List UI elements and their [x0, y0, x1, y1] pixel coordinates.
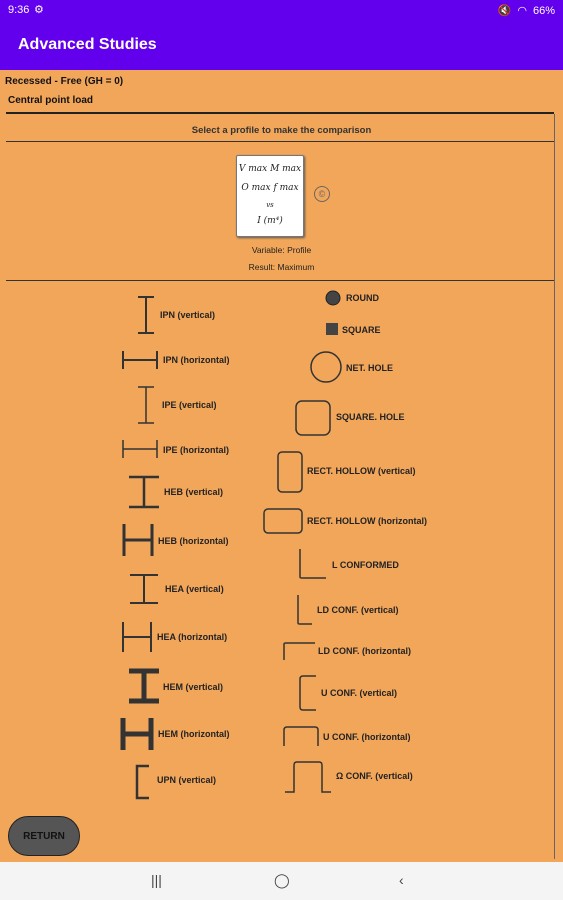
return-button[interactable]: RETURN	[8, 816, 80, 856]
profile-ipn-horizontal[interactable]: IPN (horizontal)	[163, 355, 230, 365]
ld-conf-horizontal-icon[interactable]	[282, 641, 316, 661]
profile-ipn-vertical[interactable]: IPN (vertical)	[160, 310, 216, 320]
system-nav-bar: ||| ◯ ‹	[0, 862, 563, 900]
settings-notification-icon: ⚙	[34, 4, 44, 16]
profile-hea-horizontal[interactable]: HEA (horizontal)	[157, 632, 228, 642]
profile-round[interactable]: ROUND	[346, 293, 379, 303]
copyright-icon: ©	[314, 186, 330, 202]
profile-omega-conf-vertical[interactable]: Ω CONF. (vertical)	[336, 771, 413, 781]
case-title: Recessed - Free (GH = 0)	[5, 76, 124, 87]
formula-line-3: vs	[266, 201, 274, 209]
profile-hea-vertical[interactable]: HEA (vertical)	[165, 584, 224, 594]
formula-line-1: V max M max	[238, 164, 302, 174]
upn-vertical-icon[interactable]	[134, 764, 150, 800]
battery-text: 66%	[532, 4, 555, 17]
square-hole-icon[interactable]	[294, 399, 332, 437]
divider	[6, 112, 554, 114]
ipn-vertical-icon[interactable]	[137, 295, 155, 335]
profile-net-hole[interactable]: NET. HOLE	[346, 363, 394, 373]
home-icon[interactable]: ◯	[274, 872, 290, 888]
recent-apps-icon[interactable]: |||	[151, 872, 162, 888]
divider	[6, 141, 554, 142]
ipe-vertical-icon[interactable]	[137, 386, 155, 424]
status-bar: 9:36 ⚙ 🔇 ◠ 66%	[0, 0, 563, 20]
mute-icon: 🔇	[497, 5, 512, 17]
ipe-horizontal-icon[interactable]	[121, 439, 159, 459]
back-icon[interactable]: ‹	[399, 872, 404, 888]
formula-line-2: O max f max	[241, 183, 299, 193]
net-hole-icon[interactable]	[309, 350, 343, 384]
rect-hollow-vertical-icon[interactable]	[276, 450, 304, 494]
app-title: Advanced Studies	[18, 36, 157, 53]
square-icon[interactable]	[325, 322, 339, 336]
profile-ipe-vertical[interactable]: IPE (vertical)	[162, 400, 217, 410]
u-conf-horizontal-icon[interactable]	[282, 725, 320, 747]
profile-rect-hollow-vertical[interactable]: RECT. HOLLOW (vertical)	[307, 466, 416, 476]
formula-line-4: I (m⁴)	[257, 216, 283, 226]
heb-vertical-icon[interactable]	[128, 475, 160, 509]
profile-ipe-horizontal[interactable]: IPE (horizontal)	[163, 445, 229, 455]
profile-hem-vertical[interactable]: HEM (vertical)	[163, 682, 224, 692]
divider	[6, 280, 554, 281]
select-instruction: Select a profile to make the comparison	[191, 125, 372, 136]
profile-ld-conf-vertical[interactable]: LD CONF. (vertical)	[317, 605, 399, 615]
profile-u-conf-horizontal[interactable]: U CONF. (horizontal)	[323, 732, 411, 742]
wifi-icon: ◠	[517, 5, 527, 17]
profile-u-conf-vertical[interactable]: U CONF. (vertical)	[321, 688, 398, 698]
app-bar: Advanced Studies	[0, 20, 563, 70]
hea-horizontal-icon[interactable]	[121, 621, 153, 653]
profile-rect-hollow-horizontal[interactable]: RECT. HOLLOW (horizontal)	[307, 516, 427, 526]
profile-square-hole[interactable]: SQUARE. HOLE	[336, 412, 405, 422]
profile-upn-vertical[interactable]: UPN (vertical)	[157, 775, 217, 785]
load-title: Central point load	[8, 95, 93, 106]
status-time: 9:36	[8, 4, 30, 16]
l-conformed-icon[interactable]	[298, 548, 328, 580]
heb-horizontal-icon[interactable]	[121, 523, 155, 557]
hea-vertical-icon[interactable]	[129, 573, 159, 605]
profile-heb-vertical[interactable]: HEB (vertical)	[164, 487, 224, 497]
hem-vertical-icon[interactable]	[128, 668, 160, 704]
hem-horizontal-icon[interactable]	[119, 717, 155, 751]
result-text: Result: Maximum	[248, 262, 315, 272]
variable-text: Variable: Profile	[251, 245, 312, 255]
round-icon[interactable]	[325, 290, 341, 306]
ipn-horizontal-icon[interactable]	[121, 350, 159, 370]
profile-hem-horizontal[interactable]: HEM (horizontal)	[158, 729, 230, 739]
rect-hollow-horizontal-icon[interactable]	[262, 507, 304, 535]
u-conf-vertical-icon[interactable]	[298, 674, 318, 712]
profile-ld-conf-horizontal[interactable]: LD CONF. (horizontal)	[318, 646, 411, 656]
formula-card[interactable]: V max M max O max f max vs I (m⁴)	[236, 155, 304, 237]
omega-conf-vertical-icon[interactable]	[284, 760, 332, 794]
status-right: 🔇 ◠ 66%	[497, 4, 555, 18]
profile-heb-horizontal[interactable]: HEB (horizontal)	[158, 536, 229, 546]
profile-square[interactable]: SQUARE	[342, 325, 381, 335]
profile-l-conformed[interactable]: L CONFORMED	[332, 560, 399, 570]
scroll-divider	[554, 114, 555, 859]
ld-conf-vertical-icon[interactable]	[296, 594, 314, 626]
